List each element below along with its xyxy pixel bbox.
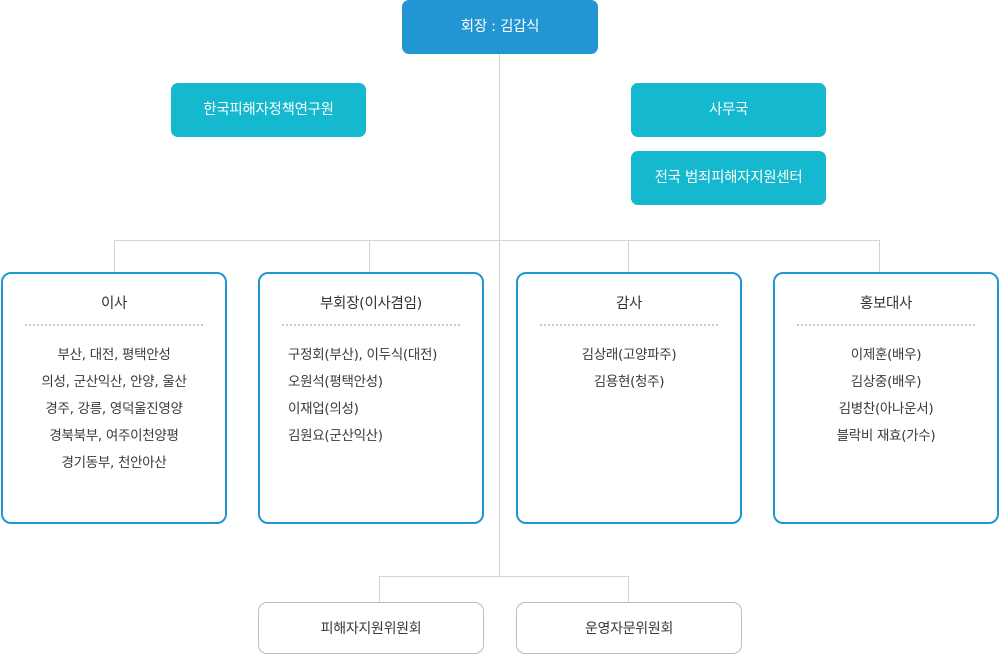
victim-support-committee-label: 피해자지원위원회	[320, 621, 422, 637]
advisory-committee-label: 운영자문위원회	[584, 621, 674, 637]
panel-vice-chairmen-body: 구정회(부산), 이두식(대전) 오원석(평택안성) 이재업(의성) 김원요(군…	[282, 342, 460, 450]
list-item: 김원요(군산익산)	[288, 428, 383, 444]
panel-directors-body: 부산, 대전, 평택안성 의성, 군산익산, 안양, 울산 경주, 강릉, 영덕…	[25, 342, 203, 477]
secretariat-box[interactable]: 사무국	[631, 83, 826, 137]
chairman-label: 회장 : 김갑식	[460, 18, 540, 35]
national-support-center-label: 전국 범죄피해자지원센터	[654, 169, 803, 186]
panel-auditors-divider	[540, 324, 718, 326]
panel-auditors-title: 감사	[615, 296, 643, 312]
list-item: 경기동부, 천안아산	[61, 455, 167, 471]
connector-drop-bottom-2	[628, 576, 629, 602]
list-item: 블락비 재효(가수)	[836, 428, 936, 444]
connector-drop-bottom-1	[379, 576, 380, 602]
connector-drop-panel-3	[628, 240, 629, 272]
panel-directors-title: 이사	[100, 296, 128, 312]
connector-drop-panel-1	[114, 240, 115, 272]
panel-directors-divider	[25, 324, 203, 326]
panel-ambassadors-divider	[797, 324, 975, 326]
list-item: 이제훈(배우)	[850, 347, 922, 363]
list-item: 김상중(배우)	[850, 374, 922, 390]
research-institute-box[interactable]: 한국피해자정책연구원	[171, 83, 366, 137]
list-item: 김병찬(아나운서)	[838, 401, 934, 417]
victim-support-committee-box[interactable]: 피해자지원위원회	[258, 602, 484, 654]
list-item: 김용현(청주)	[593, 374, 665, 390]
panel-ambassadors[interactable]: 홍보대사 이제훈(배우) 김상중(배우) 김병찬(아나운서) 블락비 재효(가수…	[773, 272, 999, 524]
panel-vice-chairmen-divider	[282, 324, 460, 326]
panel-vice-chairmen[interactable]: 부회장(이사겸임) 구정회(부산), 이두식(대전) 오원석(평택안성) 이재업…	[258, 272, 484, 524]
panel-auditors-body: 김상래(고양파주) 김용현(청주)	[540, 342, 718, 396]
connector-chairman-vertical	[499, 54, 500, 576]
list-item: 의성, 군산익산, 안양, 울산	[41, 374, 187, 390]
panel-directors[interactable]: 이사 부산, 대전, 평택안성 의성, 군산익산, 안양, 울산 경주, 강릉,…	[1, 272, 227, 524]
advisory-committee-box[interactable]: 운영자문위원회	[516, 602, 742, 654]
chairman-box[interactable]: 회장 : 김갑식	[402, 0, 598, 54]
connector-drop-panel-4	[879, 240, 880, 272]
panel-ambassadors-title: 홍보대사	[859, 296, 913, 312]
national-support-center-box[interactable]: 전국 범죄피해자지원센터	[631, 151, 826, 205]
list-item: 이재업(의성)	[288, 401, 359, 417]
list-item: 김상래(고양파주)	[581, 347, 677, 363]
research-institute-label: 한국피해자정책연구원	[203, 101, 334, 118]
list-item: 구정회(부산), 이두식(대전)	[288, 347, 438, 363]
list-item: 경북북부, 여주이천양평	[49, 428, 179, 444]
panel-auditors[interactable]: 감사 김상래(고양파주) 김용현(청주)	[516, 272, 742, 524]
connector-main-horizontal	[114, 240, 880, 241]
list-item: 경주, 강릉, 영덕울진영양	[45, 401, 183, 417]
secretariat-label: 사무국	[708, 101, 749, 118]
connector-bottom-horizontal	[379, 576, 629, 577]
list-item: 오원석(평택안성)	[288, 374, 383, 390]
list-item: 부산, 대전, 평택안성	[57, 347, 171, 363]
panel-vice-chairmen-title: 부회장(이사겸임)	[320, 296, 422, 312]
connector-drop-panel-2	[369, 240, 370, 272]
panel-ambassadors-body: 이제훈(배우) 김상중(배우) 김병찬(아나운서) 블락비 재효(가수)	[797, 342, 975, 450]
